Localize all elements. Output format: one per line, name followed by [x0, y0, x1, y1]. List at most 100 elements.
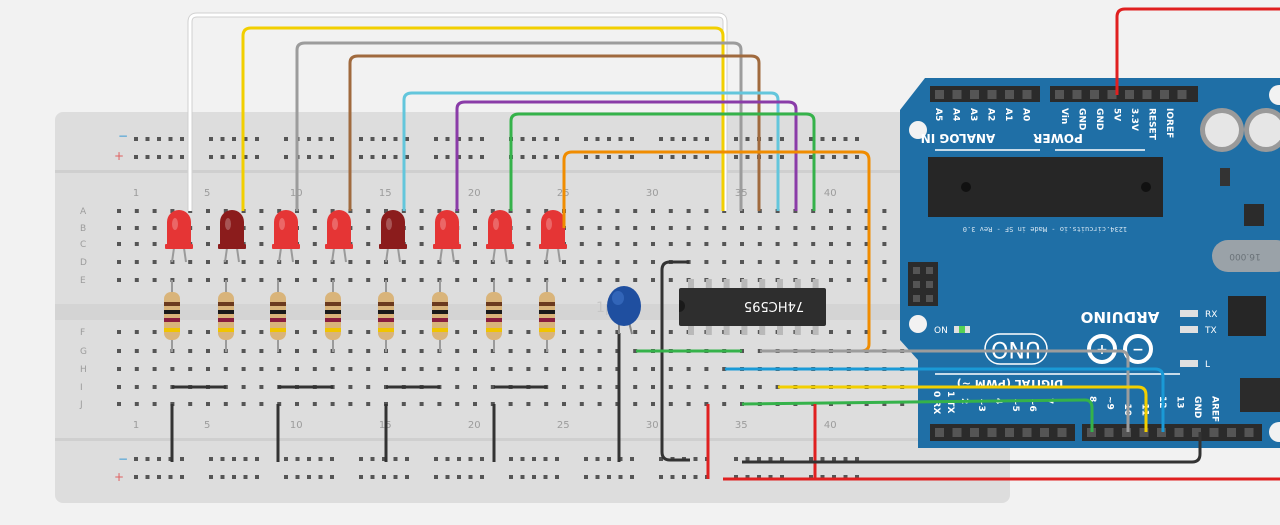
- chip-label: 74HC595: [744, 298, 804, 313]
- ceramic-capacitor[interactable]: [607, 286, 641, 335]
- row-letter: C: [80, 240, 86, 250]
- pin-label: 3.3V: [1129, 108, 1139, 131]
- header-pin: [1192, 428, 1201, 437]
- rail-minus-top: −: [118, 129, 128, 143]
- pin-label: GND: [1077, 108, 1087, 130]
- header-pin: [1142, 90, 1152, 99]
- wire-purple: [455, 100, 798, 211]
- pin-label: 5V: [1112, 108, 1122, 121]
- header-pin: [1040, 428, 1049, 437]
- wire-green-signal: [741, 398, 1094, 432]
- crystal-label: 16.000: [1229, 251, 1261, 261]
- pin-label: GND: [1192, 396, 1202, 418]
- rail-plus-top: +: [114, 149, 124, 163]
- row-letter: E: [80, 276, 86, 286]
- header-pin: [1174, 428, 1184, 437]
- chip-pin: [741, 279, 748, 289]
- chip-pin: [723, 279, 730, 289]
- header-pin: [952, 90, 962, 99]
- column-number-top: 40: [824, 188, 837, 199]
- resistor: [270, 280, 286, 352]
- column-number-bottom: 20: [468, 420, 481, 431]
- digital-header-low[interactable]: [930, 424, 1075, 441]
- ground-jumpers[interactable]: [170, 333, 621, 462]
- resistor: [432, 280, 448, 352]
- header-pin: [1090, 90, 1099, 99]
- pin-label: ~5: [1010, 398, 1020, 412]
- model-label: UNO: [991, 336, 1041, 361]
- resistor: [325, 280, 341, 352]
- chip-pin: [794, 325, 801, 335]
- board-credit: 1234.circuits.io - Made in SF - Rev 3.0: [963, 225, 1127, 233]
- header-pin: [1125, 90, 1134, 99]
- chip-pin: [759, 279, 766, 289]
- rail-plus-bottom: +: [114, 470, 124, 484]
- analog-title: ANALOG IN: [921, 131, 996, 145]
- row-letter: D: [80, 258, 87, 268]
- pin-label: A4: [951, 108, 961, 121]
- wire-black-arduino-gnd: [742, 432, 1202, 464]
- pin-label: A3: [968, 108, 978, 121]
- shift-register-chip[interactable]: 74HC595: [679, 279, 826, 335]
- pin-label: A5: [933, 108, 943, 121]
- row-letter: I: [80, 383, 83, 393]
- column-number-bottom: 35: [735, 420, 748, 431]
- header-pin: [1057, 428, 1067, 437]
- header-pin: [935, 428, 944, 437]
- led: [325, 210, 353, 263]
- row-letter: B: [80, 224, 86, 234]
- rail-divider-bottom: [55, 438, 1010, 441]
- column-number-bottom: 25: [557, 420, 570, 431]
- row-letter: H: [80, 365, 87, 375]
- wire-yellow-signal: [778, 385, 1148, 432]
- header-pin: [1244, 428, 1254, 437]
- column-number-bottom: 1: [133, 420, 139, 431]
- uno-badge: [984, 333, 1048, 365]
- wire-red-5v: [1115, 7, 1280, 95]
- pin-label: 8: [1087, 396, 1097, 402]
- center-channel: [55, 304, 1010, 320]
- power-header[interactable]: [1050, 86, 1198, 102]
- column-number-bottom: 5: [204, 420, 210, 431]
- wire-yellow: [241, 26, 725, 211]
- resistor: [486, 280, 502, 352]
- wires[interactable]: [187, 7, 1280, 481]
- pin-label: A2: [986, 108, 996, 121]
- header-pin: [987, 428, 997, 437]
- header-pin: [1005, 428, 1014, 437]
- column-number-top: 1: [133, 188, 139, 199]
- leds[interactable]: [165, 210, 567, 263]
- chip-pin: [688, 279, 694, 289]
- column-number-top: 5: [204, 188, 210, 199]
- pin-label: ~3: [976, 398, 986, 412]
- wire-blue-signal: [725, 367, 1165, 432]
- rail-divider-top: [55, 170, 1010, 173]
- header-pin: [1227, 428, 1236, 437]
- icsp-header-2[interactable]: [1240, 378, 1280, 412]
- chip-pin: [705, 325, 712, 335]
- chip-pin: [812, 325, 819, 335]
- header-pin: [970, 428, 979, 437]
- l-label: L: [1205, 360, 1210, 370]
- brand-label: ARDUINO: [1081, 308, 1160, 326]
- svg-text:−: −: [1132, 342, 1144, 358]
- led: [165, 210, 193, 263]
- crystal: [1212, 240, 1280, 272]
- tx-label: TX: [1204, 326, 1217, 336]
- wire-gray-signal: [760, 349, 1130, 432]
- pin-label: ~6: [1027, 398, 1037, 412]
- pin-label: RESET: [1147, 108, 1157, 141]
- header-pin: [987, 90, 997, 99]
- pin-label: 13: [1175, 396, 1185, 409]
- icsp-header[interactable]: [908, 262, 938, 306]
- pin-label: IOREF: [1164, 108, 1174, 138]
- column-number-bottom: 30: [646, 420, 659, 431]
- chip-pin: [794, 279, 801, 289]
- resistors[interactable]: [164, 280, 555, 352]
- chip-pin: [777, 279, 783, 289]
- led: [433, 210, 461, 263]
